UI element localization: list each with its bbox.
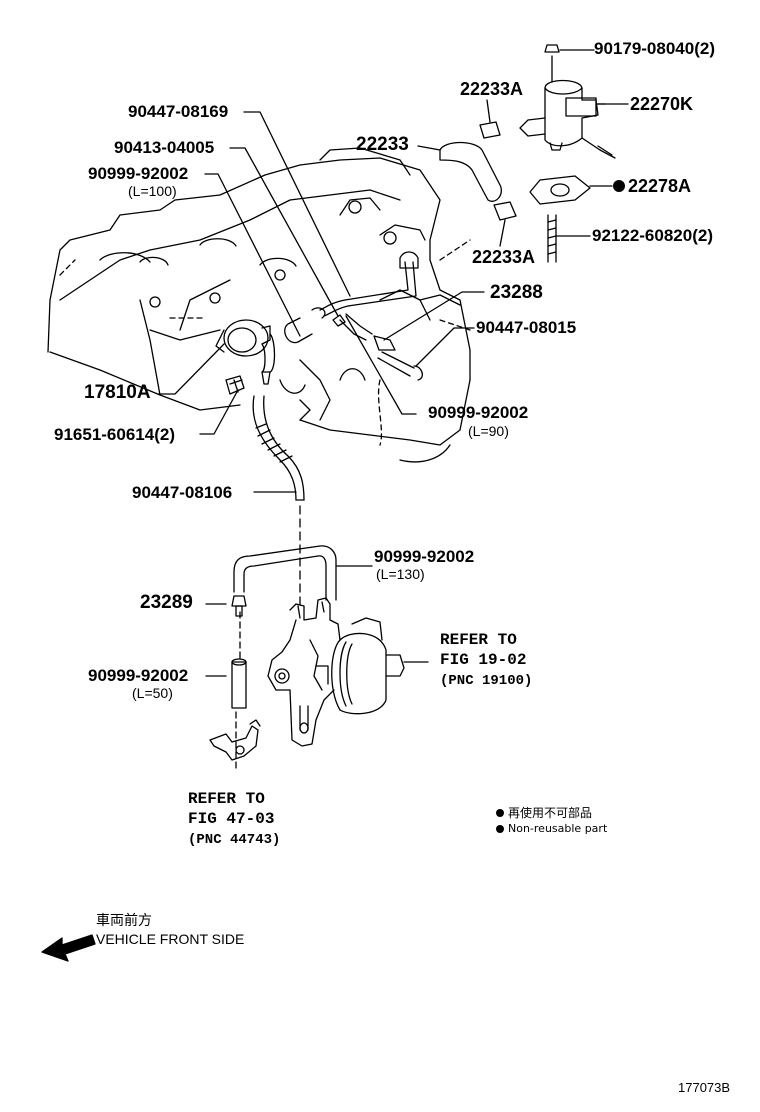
leader-lines-top [417, 49, 629, 247]
leader-lines-center [157, 111, 485, 493]
refer-note-1-line3[interactable]: (PNC 19100) [440, 673, 533, 689]
part-label-91651-60614: 91651-60614(2) [54, 425, 175, 444]
non-reusable-dot [613, 180, 625, 192]
direction-text-en: VEHICLE FRONT SIDE [96, 931, 245, 947]
part-label-90413-04005: 90413-04005 [114, 138, 215, 157]
part-label-90447-08169: 90447-08169 [128, 102, 229, 121]
vsv-valve-drawing [519, 44, 616, 159]
tube-l50-drawing [205, 658, 247, 709]
part-label-90447-08106: 90447-08106 [132, 483, 233, 502]
connector-23289-drawing [205, 595, 247, 617]
modulator-drawing [215, 319, 276, 395]
front-arrow-drawing [41, 934, 96, 962]
gasket-drawing [529, 175, 591, 205]
hose-22233-drawing [439, 121, 517, 221]
legend-dot-en [496, 825, 504, 833]
refer-note-2-line2[interactable]: FIG 47-03 [188, 810, 275, 828]
part-label-17810a: 17810A [84, 382, 151, 403]
part-label-23289: 23289 [140, 592, 193, 613]
legend-dot-jp [496, 809, 504, 817]
part-length-l100: (L=100) [128, 183, 177, 199]
part-label-22278a: 22278A [628, 176, 692, 196]
distributor-drawing [267, 597, 429, 747]
part-length-l130: (L=130) [376, 566, 425, 582]
part-length-l90: (L=90) [468, 423, 509, 439]
center-pipe-assembly [284, 251, 424, 381]
part-length-l50: (L=50) [132, 685, 173, 701]
tube-l130-drawing [233, 545, 373, 601]
figure-id: 177073B [678, 1080, 731, 1095]
part-label-22233a-bottom: 22233A [472, 247, 536, 267]
part-label-22233a-top: 22233A [460, 79, 524, 99]
part-label-90999-92002-d: 90999-92002 [88, 666, 189, 685]
refer-note-1-line2[interactable]: FIG 19-02 [440, 651, 527, 669]
part-label-22270k: 22270K [630, 94, 694, 114]
part-label-90447-08015: 90447-08015 [476, 318, 577, 337]
part-label-90999-92002-c: 90999-92002 [374, 547, 475, 566]
part-label-90999-92002-b: 90999-92002 [428, 403, 529, 422]
engine-block-outline [47, 147, 471, 463]
part-label-23288: 23288 [490, 282, 543, 303]
refer-note-1-line1[interactable]: REFER TO [440, 631, 517, 649]
part-label-90179-08040: 90179-08040(2) [594, 39, 715, 58]
refer-note-2-line1[interactable]: REFER TO [188, 790, 265, 808]
hose-90447-08106-drawing [252, 395, 305, 501]
part-label-22233: 22233 [356, 134, 409, 155]
stud-drawing [547, 214, 557, 263]
direction-text-jp: 車両前方 [96, 912, 152, 928]
bracket-drawing [209, 719, 261, 761]
part-label-92122-60820: 92122-60820(2) [592, 226, 713, 245]
legend-text-en: Non-reusable part [508, 822, 608, 835]
legend-text-jp: 再使用不可部品 [508, 806, 593, 820]
part-label-90999-92002-a: 90999-92002 [88, 164, 189, 183]
refer-note-2-line3[interactable]: (PNC 44743) [188, 832, 281, 848]
